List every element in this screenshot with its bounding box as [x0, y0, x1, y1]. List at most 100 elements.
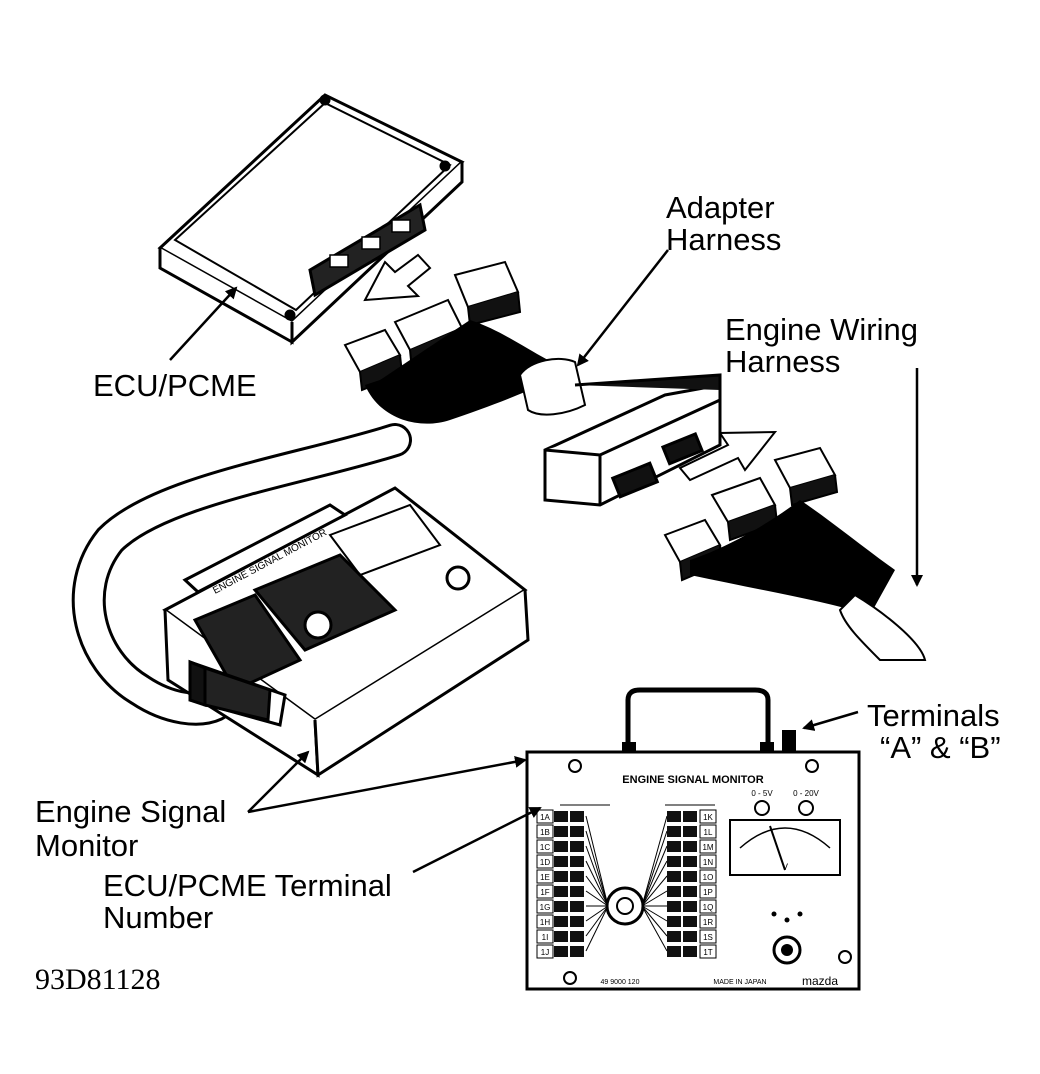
terminal-jack[interactable] [570, 811, 584, 822]
terminal-jack[interactable] [570, 871, 584, 882]
terminal-cell-1s [699, 929, 717, 944]
engine-wiring-connectors [663, 446, 839, 582]
label-terminal-number-line-2: Number [103, 900, 214, 935]
terminal-label-1p: 1P [703, 888, 713, 897]
terminal-jack[interactable] [554, 931, 568, 942]
terminal-jack[interactable] [667, 886, 681, 897]
terminal-jack[interactable] [683, 886, 697, 897]
terminal-label-1q: 1Q [703, 903, 714, 912]
terminal-label-1a: 1A [540, 813, 550, 822]
arrow-terminals [802, 710, 859, 731]
switch-wire [585, 890, 609, 907]
switch-wire [641, 845, 668, 907]
switch-wire [585, 860, 609, 907]
terminal-cell-1q [699, 899, 717, 914]
terminal-jack[interactable] [667, 916, 681, 927]
engine-wiring-sleeve [838, 593, 927, 661]
terminal-jack[interactable] [683, 841, 697, 852]
switch-wire [641, 905, 668, 937]
terminal-label-1t: 1T [703, 948, 712, 957]
terminal-jack[interactable] [683, 901, 697, 912]
terminal-cell-1g [536, 899, 554, 914]
terminal-jack[interactable] [667, 931, 681, 942]
switch-wire [585, 905, 609, 937]
terminal-label-1m: 1M [702, 843, 713, 852]
terminal-jack[interactable] [554, 886, 568, 897]
terminal-jack[interactable] [554, 811, 568, 822]
terminal-jack[interactable] [554, 841, 568, 852]
terminal-cell-1p [699, 884, 717, 899]
arrow-terminal-number [412, 806, 542, 874]
terminal-jack[interactable] [683, 826, 697, 837]
terminal-label-1i: 1I [542, 933, 549, 942]
terminal-jack[interactable] [667, 826, 681, 837]
terminal-jack[interactable] [683, 946, 697, 957]
signal-monitor-front: ENGINE SIGNAL MONITOR 0 - 5V 0 - 20V V 1… [525, 687, 861, 991]
panel-title: ENGINE SIGNAL MONITOR [622, 774, 763, 786]
terminal-cell-1f [536, 884, 554, 899]
range-right-label: 0 - 20V [793, 789, 819, 798]
switch-wire [641, 905, 668, 922]
meter-needle [769, 825, 786, 871]
terminal-jack[interactable] [570, 841, 584, 852]
insert-arrow-ecu [363, 253, 432, 302]
ecu-pcme-unit [157, 93, 465, 346]
terminal-jack[interactable] [554, 826, 568, 837]
terminal-label-1j: 1J [541, 948, 549, 957]
figure-code: 93D81128 [35, 963, 161, 996]
terminal-cell-1t [699, 944, 717, 959]
terminal-jack[interactable] [667, 811, 681, 822]
switch-wire [641, 905, 668, 952]
switch-wire [641, 830, 668, 907]
terminal-jack[interactable] [667, 946, 681, 957]
terminal-jack[interactable] [683, 811, 697, 822]
terminal-jack[interactable] [554, 856, 568, 867]
terminal-jack[interactable] [554, 946, 568, 957]
terminal-jack[interactable] [570, 931, 584, 942]
terminal-jack[interactable] [683, 871, 697, 882]
terminal-jack[interactable] [667, 901, 681, 912]
terminal-jack[interactable] [667, 841, 681, 852]
terminal-label-1h: 1H [540, 918, 550, 927]
terminal-cell-1l [699, 824, 717, 839]
terminal-label-1b: 1B [540, 828, 550, 837]
terminal-jack[interactable] [570, 826, 584, 837]
terminal-label-1g: 1G [540, 903, 551, 912]
terminal-jack[interactable] [570, 916, 584, 927]
svg-text:49 9000 120: 49 9000 120 [601, 979, 640, 986]
terminal-jack[interactable] [683, 856, 697, 867]
terminal-cell-1r [699, 914, 717, 929]
terminal-cell-1m [699, 839, 717, 854]
terminal-jack[interactable] [667, 856, 681, 867]
range-left-label: 0 - 5V [751, 789, 773, 798]
terminal-jack[interactable] [554, 916, 568, 927]
arrow-ecu [169, 286, 238, 361]
voltmeter [729, 819, 841, 876]
switch-wire [641, 860, 668, 907]
switch-wire [585, 905, 609, 952]
terminal-label-1s: 1S [703, 933, 713, 942]
terminal-jack[interactable] [554, 871, 568, 882]
terminal-jack[interactable] [683, 931, 697, 942]
switch-wire [641, 875, 668, 907]
arrow-monitor-perspective [247, 750, 310, 813]
terminal-jack[interactable] [667, 871, 681, 882]
brand-logo: mazda [802, 974, 838, 988]
terminal-jack[interactable] [570, 856, 584, 867]
arrow-monitor-front [247, 755, 527, 814]
terminal-jack[interactable] [570, 886, 584, 897]
label-engine-wiring-line-1: Engine Wiring [725, 312, 918, 347]
switch-wire [585, 875, 609, 907]
terminal-jack[interactable] [683, 916, 697, 927]
terminal-cell-1j [536, 944, 554, 959]
terminal-jack[interactable] [554, 901, 568, 912]
switch-wire [641, 815, 668, 907]
terminal-jack[interactable] [570, 946, 584, 957]
label-signal-monitor-line-2: Monitor [35, 828, 139, 863]
terminal-label-1l: 1L [704, 828, 713, 837]
meter-unit: V [782, 862, 788, 872]
terminal-jack[interactable] [570, 901, 584, 912]
terminal-label-1e: 1E [540, 873, 550, 882]
